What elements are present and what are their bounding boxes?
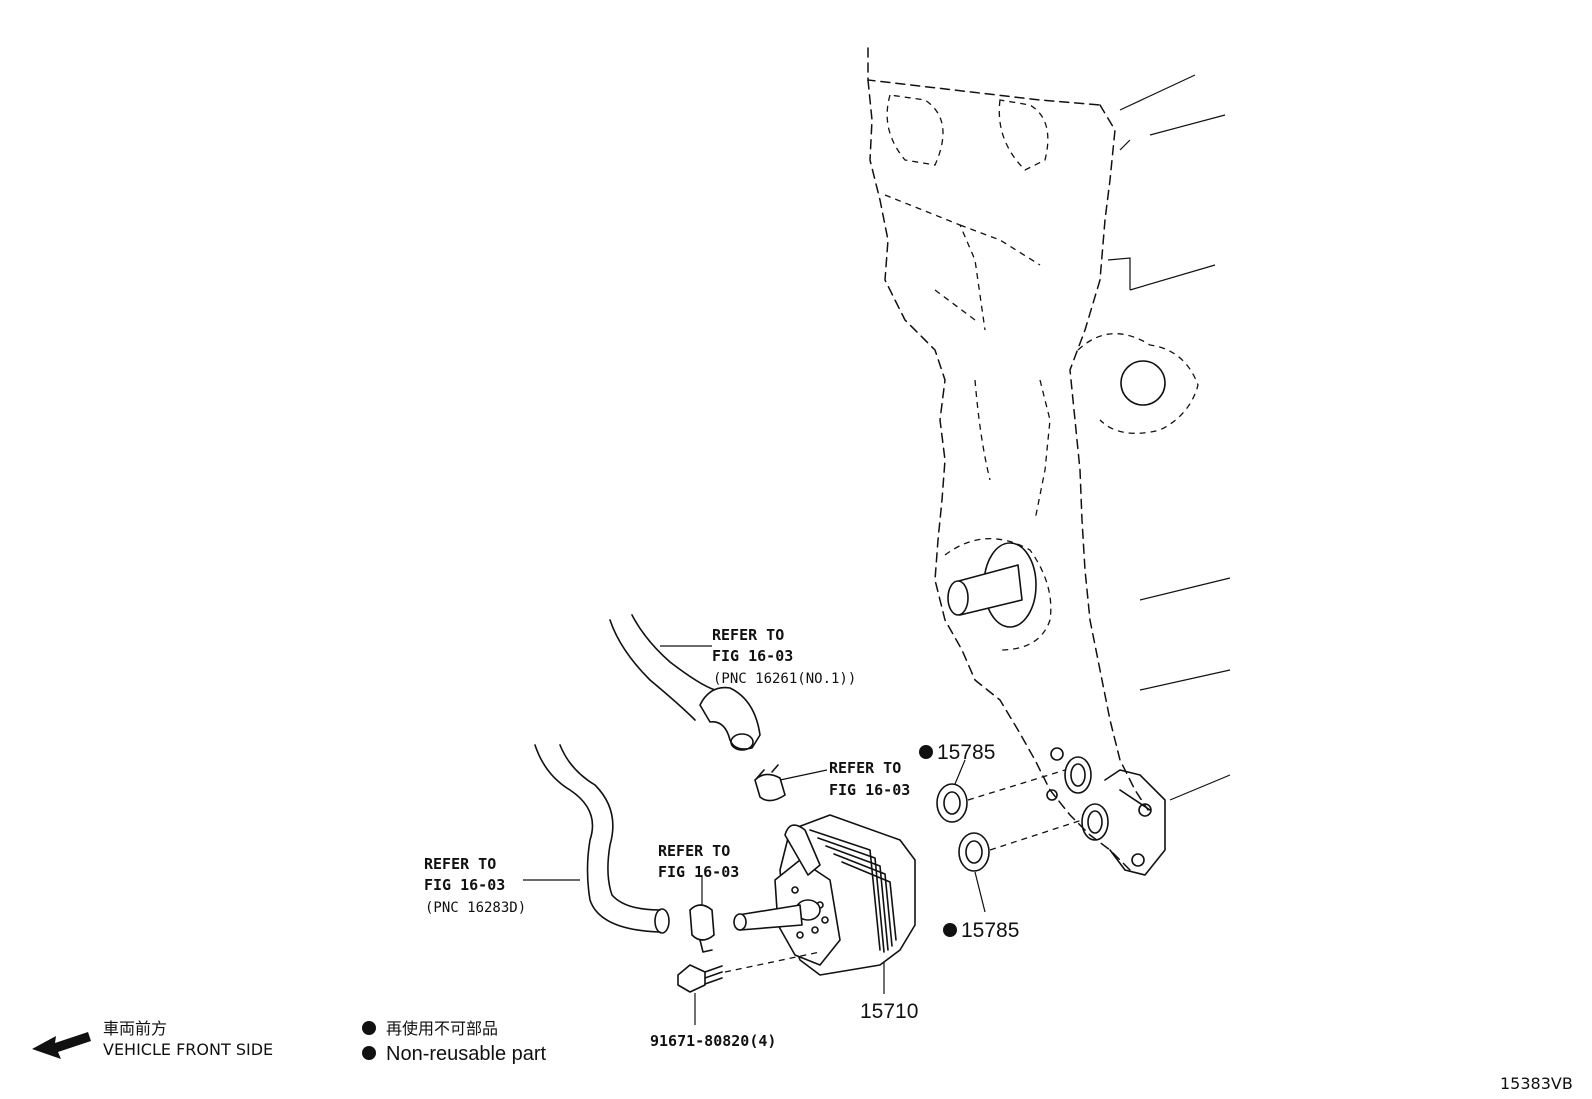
assembly-line-lower bbox=[989, 819, 1083, 851]
assembly-line-bolt bbox=[724, 951, 821, 973]
mid-hose-clamp bbox=[689, 904, 715, 953]
engine-block-outline bbox=[867, 47, 1231, 876]
nonreusable-dot-lower bbox=[943, 923, 957, 937]
gasket-upper bbox=[936, 783, 968, 823]
vehicle-front-label-en: VEHICLE FRONT SIDE bbox=[103, 1040, 273, 1059]
gasket-lower bbox=[958, 832, 990, 872]
bolt bbox=[677, 964, 723, 993]
front-arrow-icon bbox=[32, 1032, 91, 1059]
refer-hose-top-line1: REFER TO bbox=[712, 626, 784, 644]
refer-hose-left-line1: REFER TO bbox=[424, 855, 496, 873]
leader-gasket-lower bbox=[974, 871, 986, 913]
refer-clamp-mid-line2: FIG 16-03 bbox=[658, 863, 739, 881]
refer-hose-top-line2: FIG 16-03 bbox=[712, 647, 793, 665]
part-number-gasket-upper: 15785 bbox=[937, 741, 995, 764]
refer-clamp-mid-line1: REFER TO bbox=[658, 842, 730, 860]
figure-id: 15383VB bbox=[1500, 1074, 1573, 1093]
legend-dot-jp bbox=[362, 1021, 376, 1035]
part-number-bolt: 91671-80820(4) bbox=[650, 1032, 776, 1050]
legend-dot-en bbox=[362, 1046, 376, 1060]
assembly-line-upper bbox=[967, 769, 1066, 801]
leader-gasket-upper bbox=[954, 759, 966, 785]
upper-hose-clamp bbox=[754, 764, 786, 802]
leader-clamp-top bbox=[779, 769, 828, 781]
refer-clamp-top-line2: FIG 16-03 bbox=[829, 781, 910, 799]
nonreusable-dot-upper bbox=[919, 745, 933, 759]
nonreusable-label-en: Non-reusable part bbox=[386, 1043, 547, 1065]
refer-clamp-top-line1: REFER TO bbox=[829, 759, 901, 777]
vehicle-front-label-jp: 車両前方 bbox=[103, 1019, 167, 1038]
nonreusable-label-jp: 再使用不可部品 bbox=[386, 1019, 498, 1038]
part-number-oil-cooler: 15710 bbox=[860, 1000, 918, 1023]
lower-coolant-hose bbox=[534, 744, 670, 934]
refer-hose-top-line3: (PNC 16261(NO.1)) bbox=[713, 671, 856, 687]
oil-cooler bbox=[733, 814, 916, 976]
upper-coolant-hose bbox=[609, 614, 761, 751]
refer-hose-left-line2: FIG 16-03 bbox=[424, 876, 505, 894]
part-number-gasket-lower: 15785 bbox=[961, 919, 1019, 942]
refer-hose-left-line3: (PNC 16283D) bbox=[425, 900, 526, 916]
